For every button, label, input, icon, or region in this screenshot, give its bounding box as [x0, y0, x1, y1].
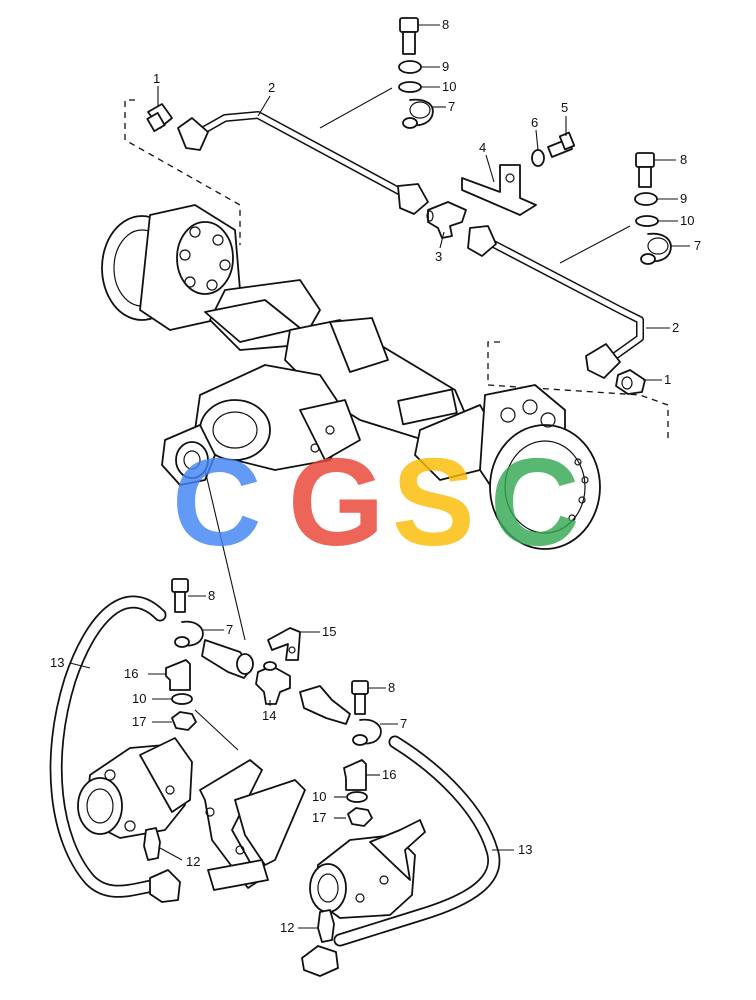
callout-16-right: 16	[382, 767, 396, 782]
callout-17-right: 17	[312, 810, 326, 825]
brake-pipe-left	[177, 111, 429, 215]
callout-1-right: 1	[664, 372, 671, 387]
brake-pipe-right	[467, 225, 644, 379]
pipe-elbow-fitting-right	[585, 343, 621, 379]
ring-10-right	[635, 215, 659, 227]
pipe-elbow-fitting-left	[177, 117, 209, 151]
bolt-8-mid-left	[171, 578, 189, 613]
callout-14: 14	[262, 708, 276, 723]
pipe-bracket	[461, 164, 537, 216]
bracket-16-left	[165, 659, 191, 691]
axle-housing	[101, 204, 601, 550]
watermark-letter-4: C	[490, 434, 580, 572]
callout-7-top: 7	[448, 99, 455, 114]
hose-elbow-bottom	[301, 945, 339, 977]
callout-10-right: 10	[680, 213, 694, 228]
callout-8-mid-right: 8	[388, 680, 395, 695]
callout-4: 4	[479, 140, 486, 155]
callout-numbers: 1 2 8 9 10 7 6 5 4 3 8 9 10 7 2 1 8 7 15…	[50, 17, 701, 935]
bolt-8-right	[635, 152, 655, 188]
callout-2-top: 2	[268, 80, 275, 95]
callout-7-mid-left: 7	[226, 622, 233, 637]
callout-6: 6	[531, 115, 538, 130]
callout-15: 15	[322, 624, 336, 639]
callout-2-right: 2	[672, 320, 679, 335]
callout-10-mid-right: 10	[312, 789, 326, 804]
callout-9-right: 9	[680, 191, 687, 206]
callout-17-left: 17	[132, 714, 146, 729]
fitting-12-left	[143, 827, 161, 861]
adapter-union-left	[146, 103, 173, 132]
callout-7-right: 7	[694, 238, 701, 253]
brake-cylinder-right	[309, 819, 426, 919]
washer-10-mid-right	[346, 791, 368, 803]
watermark-letter-2: G	[288, 434, 384, 572]
brake-cylinder-left	[77, 737, 193, 839]
washer-10-mid-left	[171, 693, 193, 705]
callout-9-top: 9	[442, 59, 449, 74]
dashed-bracket-left	[124, 99, 241, 245]
tee-fitting	[426, 201, 467, 239]
callout-8-mid-left: 8	[208, 588, 215, 603]
callout-13-right: 13	[518, 842, 532, 857]
callout-1-top: 1	[153, 71, 160, 86]
pipe-clamp-7-mid-left	[174, 620, 204, 648]
nut-17-left	[171, 711, 197, 731]
ring-10-top	[398, 81, 422, 93]
hydraulic-hose-13-left	[49, 595, 167, 898]
reference-line	[204, 469, 246, 641]
pipe-nut-right	[467, 225, 497, 257]
fitting-12-bottom	[317, 909, 335, 943]
callout-10-top: 10	[442, 79, 456, 94]
hose-fitting-center	[201, 639, 254, 679]
callout-7-mid-right: 7	[400, 716, 407, 731]
pipe-nut-left	[397, 183, 429, 215]
watermark-letter-1: C	[172, 434, 262, 572]
watermark: C G S C	[172, 434, 580, 572]
pipe-clamp-7-top	[402, 98, 434, 129]
pipe-clamp-7-right	[640, 232, 672, 265]
bolt-5	[547, 131, 576, 158]
callout-10-mid-left: 10	[132, 691, 146, 706]
bolt-8-top	[399, 17, 419, 55]
leader-lines	[69, 24, 690, 929]
washer-6	[531, 149, 545, 167]
callout-12-bottom: 12	[280, 920, 294, 935]
hose-fitting-right	[299, 685, 351, 725]
watermark-letter-3: S	[392, 434, 475, 572]
mounting-bracket-center	[199, 759, 306, 891]
tee-connector-14	[255, 661, 291, 705]
bolt-8-mid-right	[351, 680, 369, 715]
pipe-clamp-7-mid-right	[352, 718, 382, 746]
dashed-bracket-right	[487, 341, 669, 438]
bracket-15	[267, 627, 301, 661]
callout-3: 3	[435, 249, 442, 264]
hose-elbow-left	[149, 869, 181, 903]
callout-12-left: 12	[186, 854, 200, 869]
callout-8-right: 8	[680, 152, 687, 167]
callout-13-left: 13	[50, 655, 64, 670]
bracket-16-right	[343, 759, 367, 791]
nut-17-right	[347, 807, 373, 827]
washer-9-top	[398, 60, 422, 74]
callout-16-left: 16	[124, 666, 138, 681]
callout-5: 5	[561, 100, 568, 115]
adapter-union-right	[615, 369, 646, 395]
callout-8-top: 8	[442, 17, 449, 32]
washer-9-right	[634, 192, 658, 206]
